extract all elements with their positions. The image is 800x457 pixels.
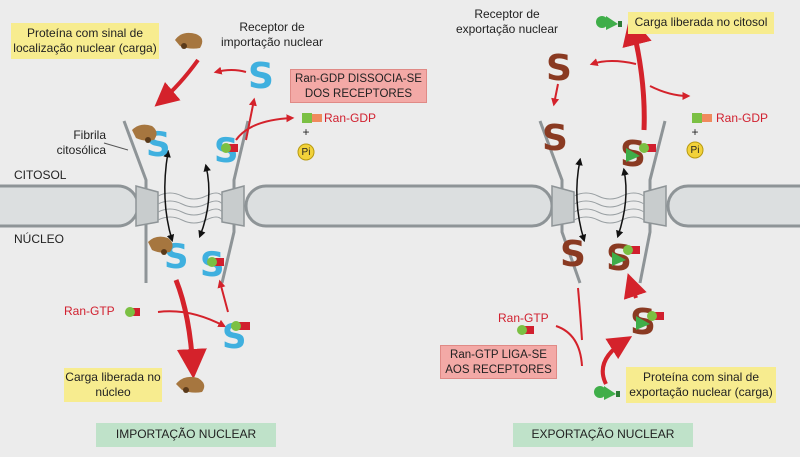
receptor-exit-arrow (245, 97, 257, 141)
receptor-recycle-arrow (213, 66, 247, 75)
label-pi-right: Pi (690, 145, 700, 156)
label-cargo-import: Proteína com sinal de localização nuclea… (11, 23, 159, 59)
export-receptor-shape-pore: S (542, 118, 568, 159)
import-pore-complex (122, 120, 250, 284)
nuclear-envelope (0, 184, 800, 228)
cargo-released-cytosol-protein (596, 16, 622, 30)
label-ran-gdp-left: Ran-GDP (324, 111, 377, 125)
ran-gtp-molecule-left (125, 307, 140, 317)
export-complex-forming: S (630, 302, 664, 343)
label-ran-gtp-binds: Ran-GTP LIGA-SE AOS RECEPTORES (440, 345, 557, 379)
ran-gdp-molecule-left (302, 113, 322, 123)
receptor-ran-gdp-complex: S (214, 131, 239, 171)
export-complex-nuclear: S (606, 238, 640, 279)
export-receptor-shape-top: S (546, 48, 572, 89)
label-nuclear-import: IMPORTAÇÃO NUCLEAR (96, 423, 276, 447)
receptor-ran-gtp-binding: S (222, 317, 250, 357)
label-export-receptor: Receptor de exportação nuclear (455, 7, 559, 36)
cargo-entry-arrow (154, 58, 200, 107)
ran-gtp-binds-arrow (555, 325, 583, 367)
receptor-cargo-complex-nuclear: S (148, 236, 189, 277)
label-pi-plus-right: + (691, 125, 699, 139)
receptor-nuclear-entry-arrow (577, 287, 583, 341)
label-nuclear-export: EXPORTAÇÃO NUCLEAR (513, 423, 693, 447)
label-ran-gtp-left: Ran-GTP (64, 304, 115, 318)
export-pore-complex (538, 120, 667, 284)
phosphate-right (686, 141, 704, 159)
label-pi-left: Pi (301, 147, 311, 158)
pore-diffusion-arrow-1 (163, 149, 175, 243)
label-ran-gdp-right: Ran-GDP (716, 111, 769, 125)
cargo-complex-arrow (623, 273, 647, 300)
label-cytosol: CITOSOL (14, 168, 67, 182)
cargo-exit-arrow (622, 15, 652, 131)
receptor-cargo-complex-entering: S (132, 124, 171, 165)
cargo-release-arrow (173, 279, 207, 379)
ran-gdp-release-arrow (235, 114, 295, 141)
receptor-ran-gtp-complex-nuclear: S (200, 245, 225, 285)
label-cargo-released-nucleus: Carga liberada no núcleo (64, 368, 162, 402)
label-import-receptor: Receptor de importação nuclear (220, 20, 324, 49)
cargo-released-nucleus-protein (176, 376, 205, 393)
import-receptor-shape-top: S (248, 56, 274, 97)
pore-diffusion-arrow-2 (198, 163, 211, 239)
export-receptor-recycle-arrow (589, 58, 637, 67)
receptor-return-arrow (217, 279, 229, 313)
export-cargo-protein (594, 386, 620, 400)
ran-gtp-molecule-right (517, 325, 534, 335)
fibril-pointer (103, 142, 129, 151)
label-cargo-released-cytosol: Carga liberada no citosol (628, 12, 774, 34)
export-receptor-shape-nuclear: S (560, 234, 586, 275)
label-cargo-export: Proteína com sinal de exportação nuclear… (626, 367, 776, 403)
label-ran-gtp-right: Ran-GTP (498, 311, 549, 325)
ran-gdp-molecule-right (692, 113, 712, 123)
cargo-binding-arrow (600, 336, 633, 385)
label-pi-plus-left: + (302, 125, 310, 139)
export-receptor-down-arrow (551, 83, 560, 107)
export-diffusion-arrow-2 (616, 167, 629, 239)
label-ran-gdp-dissociates: Ran-GDP DISSOCIA-SE DOS RECEPTORES (290, 69, 427, 103)
import-cargo-protein (175, 32, 203, 49)
label-nucleus: NÚCLEO (14, 232, 65, 246)
ran-gdp-release-arrow-right (649, 85, 691, 100)
export-complex-cytosol: S (620, 134, 656, 175)
phosphate-left (297, 143, 315, 161)
ran-gtp-binding-arrow (157, 310, 227, 328)
export-diffusion-arrow-1 (575, 157, 587, 243)
label-fibril: Fibrila citosólica (56, 128, 106, 157)
